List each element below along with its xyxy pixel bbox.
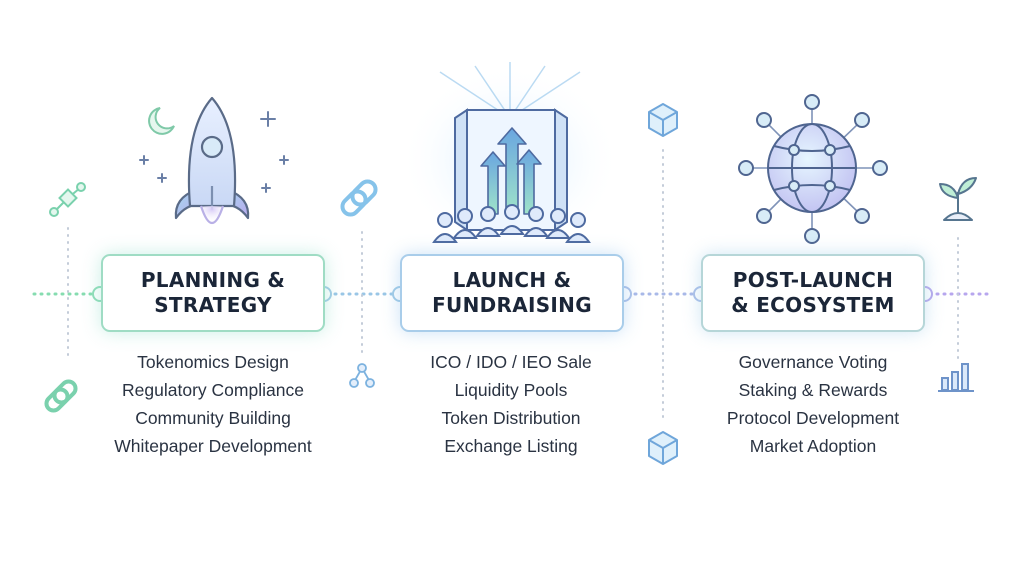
list-item: Community Building [135,408,291,428]
bar-chart-icon [938,363,974,392]
stage-title: LAUNCH & FUNDRAISING [432,268,592,317]
molecule-icon [349,363,375,388]
list-item: Governance Voting [738,352,888,372]
stage-box-launch: LAUNCH & FUNDRAISING [400,254,624,332]
chain-link-icon [340,179,378,217]
globe-network-icon [738,94,888,244]
list-item: Protocol Development [726,408,900,428]
cube-icon [648,431,678,465]
stage-list-launch: ICO / IDO / IEO Sale Liquidity Pools Tok… [381,348,641,460]
molecule-icon [49,182,86,217]
crowd-door-arrows-icon [432,62,591,243]
list-item: Liquidity Pools [454,380,568,400]
chain-link-icon [44,379,78,413]
cube-icon [648,103,678,137]
moon-icon [148,107,175,135]
list-item: ICO / IDO / IEO Sale [430,352,592,372]
list-item: Token Distribution [441,408,581,428]
stage-title: PLANNING & STRATEGY [140,268,286,317]
list-item: Tokenomics Design [137,352,289,372]
vertical-dotted-lines [67,149,959,421]
stage-box-post-launch: POST-LAUNCH & ECOSYSTEM [701,254,925,332]
list-item: Market Adoption [749,436,877,456]
list-item: Exchange Listing [444,436,578,456]
stage-title: POST-LAUNCH & ECOSYSTEM [731,268,895,317]
stage-list-post-launch: Governance Voting Staking & Rewards Prot… [683,348,943,460]
stage-list-planning: Tokenomics Design Regulatory Compliance … [83,348,343,460]
sprout-icon [939,177,977,221]
sparkle-icon [139,111,289,193]
list-item: Staking & Rewards [738,380,888,400]
rocket-icon [174,96,250,225]
stage-box-planning: PLANNING & STRATEGY [101,254,325,332]
list-item: Regulatory Compliance [122,380,304,400]
list-item: Whitepaper Development [114,436,312,456]
